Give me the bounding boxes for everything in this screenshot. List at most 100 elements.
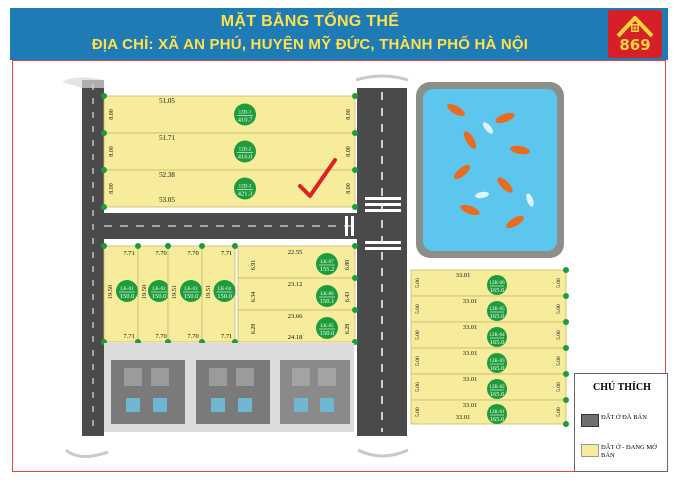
corner-marker xyxy=(352,307,358,313)
lot-badge xyxy=(316,317,338,339)
lot-area-label: 150.0 xyxy=(152,293,167,300)
lot-badge xyxy=(116,280,138,302)
lot-code-label: 12K-02 xyxy=(489,385,505,390)
lot-area-label: 150.1 xyxy=(320,298,335,305)
lot-bottom-width: 7.71 xyxy=(123,333,134,340)
legend-title: CHÚ THÍCH xyxy=(593,382,651,393)
lot-top-width: 7.70 xyxy=(155,250,166,257)
lot-left-depth: 8.00 xyxy=(109,183,115,194)
lot-code-label: 12K-01 xyxy=(489,410,505,415)
lot-badge xyxy=(487,404,507,424)
lot-top-2 xyxy=(103,132,356,171)
corner-marker xyxy=(101,204,107,210)
lot-right-depth: 6.80 xyxy=(345,260,351,271)
lot-code-label: LK-03 xyxy=(184,287,198,292)
sold-houses-area xyxy=(104,343,354,432)
lot-code-label: 12D-2 xyxy=(239,148,252,153)
lot-code-label: 12D-3 xyxy=(239,185,252,190)
lot-top-width: 33.01 xyxy=(456,272,471,279)
corner-marker xyxy=(563,319,569,325)
lot-badge xyxy=(487,301,507,321)
lot-top-width: 7.71 xyxy=(221,250,232,257)
lot-left-depth: 5.00 xyxy=(415,330,421,340)
lot-badge xyxy=(180,280,202,302)
corner-marker xyxy=(232,243,238,249)
corner-marker xyxy=(352,275,358,281)
lot-area-label: 155.2 xyxy=(320,266,335,273)
house-icon xyxy=(616,16,654,38)
lot-top-width: 33.01 xyxy=(463,376,478,383)
corner-marker xyxy=(563,267,569,273)
lot-top-width: 23.12 xyxy=(288,281,303,288)
right-block: 33.01 5.00 5.00 12K-06 165.0 33.01 5.00 5.00 12K… xyxy=(410,267,569,428)
lot-depth: 19.50 xyxy=(107,285,114,300)
corner-marker xyxy=(563,397,569,403)
corner-marker xyxy=(352,243,358,249)
legend-label-sold: ĐẤT Ở ĐÃ BÁN xyxy=(601,414,647,421)
legend-swatch-for-sale xyxy=(581,444,599,457)
corner-marker xyxy=(563,345,569,351)
lot-right-depth: 5.00 xyxy=(556,304,562,314)
lot-left-depth: 5.00 xyxy=(415,278,421,288)
lot-left-depth: 8.00 xyxy=(109,146,115,157)
lot-top-width: 22.55 xyxy=(288,249,303,256)
corner-marker xyxy=(101,93,107,99)
lot-left-depth: 6.34 xyxy=(251,292,257,303)
lot-code-label: LK-05 xyxy=(320,324,334,329)
lot-code-label: LK-06 xyxy=(320,292,334,297)
lot-badge xyxy=(487,379,507,399)
corner-marker xyxy=(352,167,358,173)
lot-area-label: 410.7 xyxy=(238,117,253,124)
lot-badge xyxy=(148,280,170,302)
lot-right-depth: 5.00 xyxy=(556,356,562,366)
top-block-bottom-width: 53.05 xyxy=(159,196,175,204)
lot-code-label: 12K-06 xyxy=(489,281,505,286)
corner-marker xyxy=(563,371,569,377)
legend-label-for-sale: ĐẤT Ở - ĐANG MỞ BÁN xyxy=(601,444,657,459)
lot-top-1 xyxy=(103,95,356,134)
lot-code-label: LK-01 xyxy=(120,287,134,292)
corner-marker xyxy=(352,130,358,136)
road-horizontal xyxy=(82,213,407,239)
lot-right-depth: 5.00 xyxy=(556,382,562,392)
lot-top-width: 7.71 xyxy=(123,250,134,257)
legend-panel: CHÚ THÍCH ĐẤT Ở ĐÃ BÁN ĐẤT Ở - ĐANG MỞ B… xyxy=(574,373,668,472)
lot-right-depth: 6.43 xyxy=(345,292,351,303)
corner-marker xyxy=(165,243,171,249)
lot-area-label: 165.0 xyxy=(490,391,505,398)
lot-code-label: LK-02 xyxy=(152,287,166,292)
corner-marker xyxy=(352,93,358,99)
lot-code-label: LK-04 xyxy=(218,287,232,292)
lot-right-depth: 5.00 xyxy=(556,407,562,417)
lot-code-label: 12D-1 xyxy=(239,111,252,116)
legend-swatch-sold xyxy=(581,414,599,427)
lot-area-label: 150.0 xyxy=(217,293,232,300)
lot-code-label: LK-07 xyxy=(320,260,334,265)
logo-text: 869 xyxy=(619,36,651,54)
lot-area-label: 165.0 xyxy=(490,339,505,346)
lot-top-width: 51.05 xyxy=(159,97,175,105)
lot-area-label: 165.0 xyxy=(490,313,505,320)
lot-right-depth: 8.00 xyxy=(346,146,352,157)
lot-top-width: 23.66 xyxy=(288,313,303,320)
lot-right-depth: 8.00 xyxy=(346,109,352,120)
lot-top-width: 51.71 xyxy=(159,134,175,142)
header-banner: MẶT BẰNG TỔNG THỂ ĐỊA CHỈ: XÃ AN PHÚ, HU… xyxy=(10,8,668,60)
plan-frame xyxy=(12,60,666,472)
lot-top-width: 7.70 xyxy=(187,250,198,257)
lot-area-label: 421.3 xyxy=(238,191,253,198)
lot-badge xyxy=(316,285,338,307)
lot-top-width: 33.01 xyxy=(463,402,478,409)
lot-code-label: 12K-03 xyxy=(489,359,505,364)
lot-area-label: 150.0 xyxy=(320,330,335,337)
lot-right-depth: 8.00 xyxy=(346,183,352,194)
lot-code-label: 12K-05 xyxy=(489,307,505,312)
lot-depth: 19.51 xyxy=(205,285,212,300)
corner-marker xyxy=(101,130,107,136)
lot-left-depth: 6.91 xyxy=(251,260,257,271)
lot-top-width: 33.01 xyxy=(463,350,478,357)
lot-left-depth: 6.28 xyxy=(251,324,257,335)
